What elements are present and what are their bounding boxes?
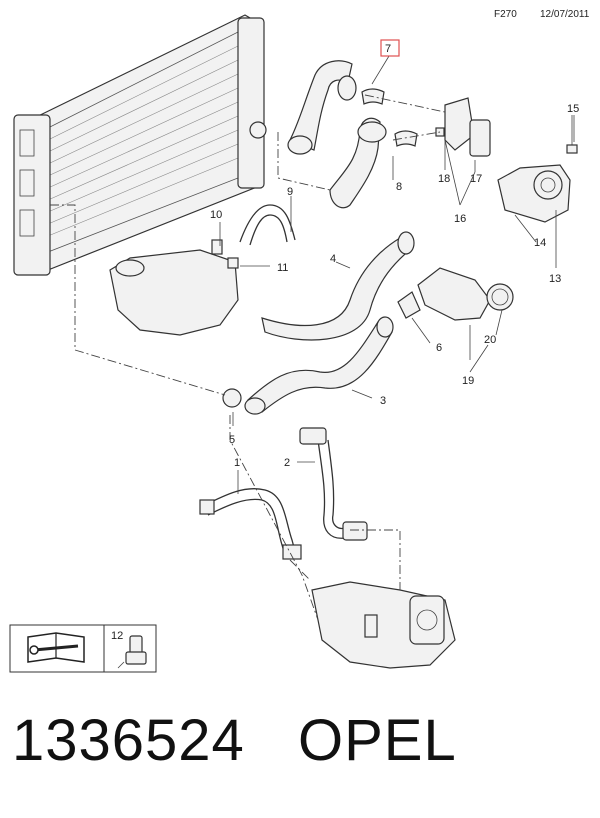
- callout-5: 5: [229, 434, 235, 446]
- part-number: 1336524: [12, 708, 245, 773]
- leader-lines: [50, 94, 446, 621]
- hose-3: [222, 316, 394, 415]
- hose-4: [261, 231, 415, 341]
- callout-15: 15: [567, 103, 579, 115]
- expansion-tank: [109, 239, 239, 336]
- hose-9: [239, 204, 296, 246]
- callout-11: 11: [277, 262, 288, 274]
- diagram-date: 12/07/2011: [540, 9, 590, 20]
- callout-10: 10: [210, 209, 222, 221]
- callout-12: 12: [111, 630, 123, 642]
- manual-wrench-icon: [27, 632, 85, 663]
- upper-hose-7: [287, 60, 385, 155]
- callout-17: 17: [470, 173, 482, 185]
- water-pump: [497, 115, 578, 223]
- hose-8: [329, 117, 418, 209]
- callout-1: 1: [234, 457, 240, 469]
- brand-name: OPEL: [298, 708, 457, 773]
- engine-block: [311, 581, 456, 669]
- callout-19: 19: [462, 375, 474, 387]
- legend-box: 12: [9, 624, 157, 673]
- callout-8: 8: [396, 181, 402, 193]
- callout-2: 2: [284, 457, 290, 469]
- callout-14: 14: [534, 237, 546, 249]
- hose-1: [199, 488, 302, 560]
- bleed-valve-icon: [117, 635, 147, 669]
- callout-20: 20: [484, 334, 496, 346]
- diagram-code: F270: [494, 9, 517, 20]
- callout-18: 18: [438, 173, 450, 185]
- thermostat-housing: [435, 97, 491, 157]
- callout-7: 7: [385, 43, 391, 55]
- callout-16: 16: [454, 213, 466, 225]
- callout-7-highlight: [380, 39, 400, 57]
- callout-13: 13: [549, 273, 561, 285]
- outlet-housing: [397, 267, 514, 321]
- callout-4: 4: [330, 253, 336, 265]
- callout-3: 3: [380, 395, 386, 407]
- callout-numbers: 7 8 9 10 11 4 3 5 6 18 17 16 19 20 14 13…: [210, 39, 579, 469]
- callout-9: 9: [287, 186, 293, 198]
- radiator: [13, 14, 267, 276]
- callout-6: 6: [436, 342, 442, 354]
- callout-leaders: [219, 55, 575, 494]
- hose-2: [299, 427, 368, 541]
